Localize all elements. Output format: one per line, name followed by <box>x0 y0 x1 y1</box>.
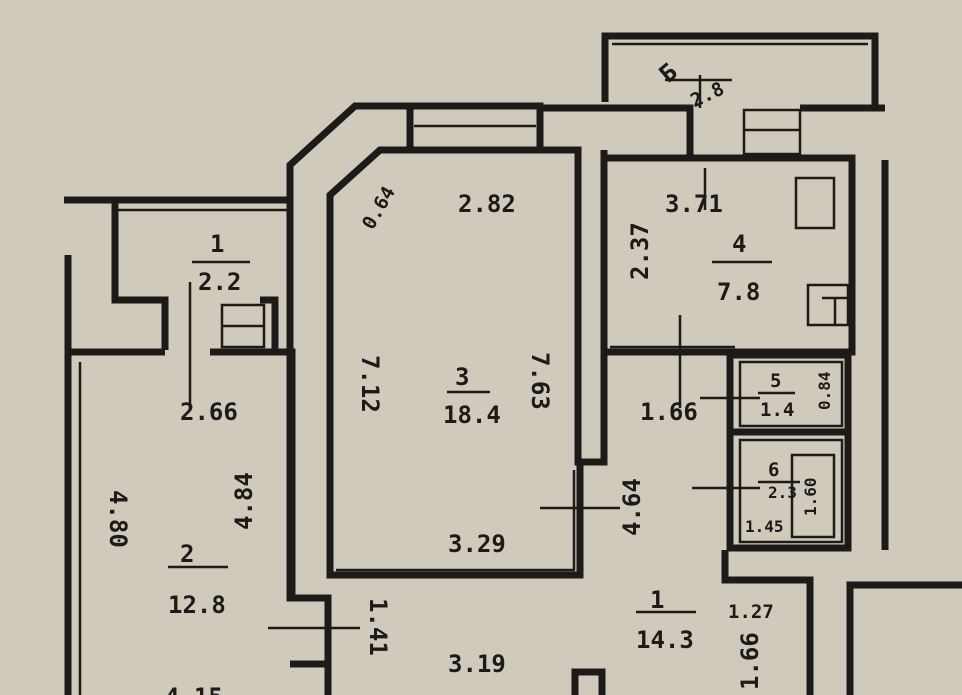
room-2-area: 12.8 <box>168 591 226 619</box>
balcony-area: 2.8 <box>687 78 727 112</box>
dim-7-63: 7.63 <box>526 352 554 410</box>
hall-number: 1 <box>650 586 664 614</box>
dim-4-80: 4.80 <box>104 490 132 548</box>
bath-inner <box>738 438 844 544</box>
dim-4-64: 4.64 <box>618 478 646 536</box>
dim-1-27: 1.27 <box>728 601 774 623</box>
room-1-number: 1 <box>210 230 224 258</box>
dim-3-19: 3.19 <box>448 650 506 678</box>
room-3-left-wall <box>326 146 584 579</box>
dim-4-84: 4.84 <box>230 472 258 530</box>
dim-3-71: 3.71 <box>665 190 723 218</box>
hall-area: 14.3 <box>636 626 694 654</box>
stair-wall <box>846 581 962 695</box>
dim-0-64: 0.64 <box>358 183 400 234</box>
dim-2-66: 2.66 <box>180 398 238 426</box>
dim-2-37: 2.37 <box>626 222 654 280</box>
lower-right-wall <box>721 550 814 695</box>
room-3-number: 3 <box>455 363 469 391</box>
stove-icon <box>794 176 836 230</box>
dim-1-45: 1.45 <box>745 517 784 536</box>
dim-2-82: 2.82 <box>458 190 516 218</box>
sink-icon <box>806 283 850 327</box>
room-4-number: 4 <box>732 230 746 258</box>
vent-shaft-top <box>742 108 802 156</box>
top-wall-mid <box>540 104 694 155</box>
bottom-doorway <box>571 668 606 695</box>
room-6-number: 6 <box>768 459 779 481</box>
room-6-area: 2.3 <box>768 483 797 502</box>
room-2-number: 2 <box>180 540 194 568</box>
dim-4-15: 4.15 <box>165 683 223 695</box>
dim-7-12: 7.12 <box>356 355 384 413</box>
room-3-right-wall <box>540 146 608 466</box>
walls <box>64 32 962 695</box>
dim-0-84: 0.84 <box>815 371 834 410</box>
dim-1-66-kitchen: 1.66 <box>640 398 698 426</box>
bathroom-walls <box>726 351 852 552</box>
room-5-area: 1.4 <box>760 399 794 421</box>
room-3-top-wall <box>406 102 544 154</box>
bathtub-icon <box>790 453 836 539</box>
room-1-left-wall <box>111 203 169 350</box>
room-1-bottom-right-wall <box>260 296 279 352</box>
corridor-wall-left <box>286 102 410 695</box>
room-1-area: 2.2 <box>198 268 241 296</box>
dimension-labels: 0.64 2.82 3.71 2.37 7.12 7.63 1.66 0.84 … <box>104 183 834 695</box>
dimension-lines <box>168 75 800 630</box>
room-3-area: 18.4 <box>443 401 501 429</box>
wc-inner <box>738 360 844 428</box>
dim-1-60: 1.60 <box>801 477 820 516</box>
dim-3-29: 3.29 <box>448 530 506 558</box>
balcony-outline <box>601 32 879 106</box>
dim-1-66-corridor: 1.66 <box>736 632 764 690</box>
room-4-area: 7.8 <box>717 278 760 306</box>
balcony-number: Б <box>654 58 683 89</box>
room-5-number: 5 <box>770 370 781 392</box>
dim-1-41: 1.41 <box>364 598 392 656</box>
